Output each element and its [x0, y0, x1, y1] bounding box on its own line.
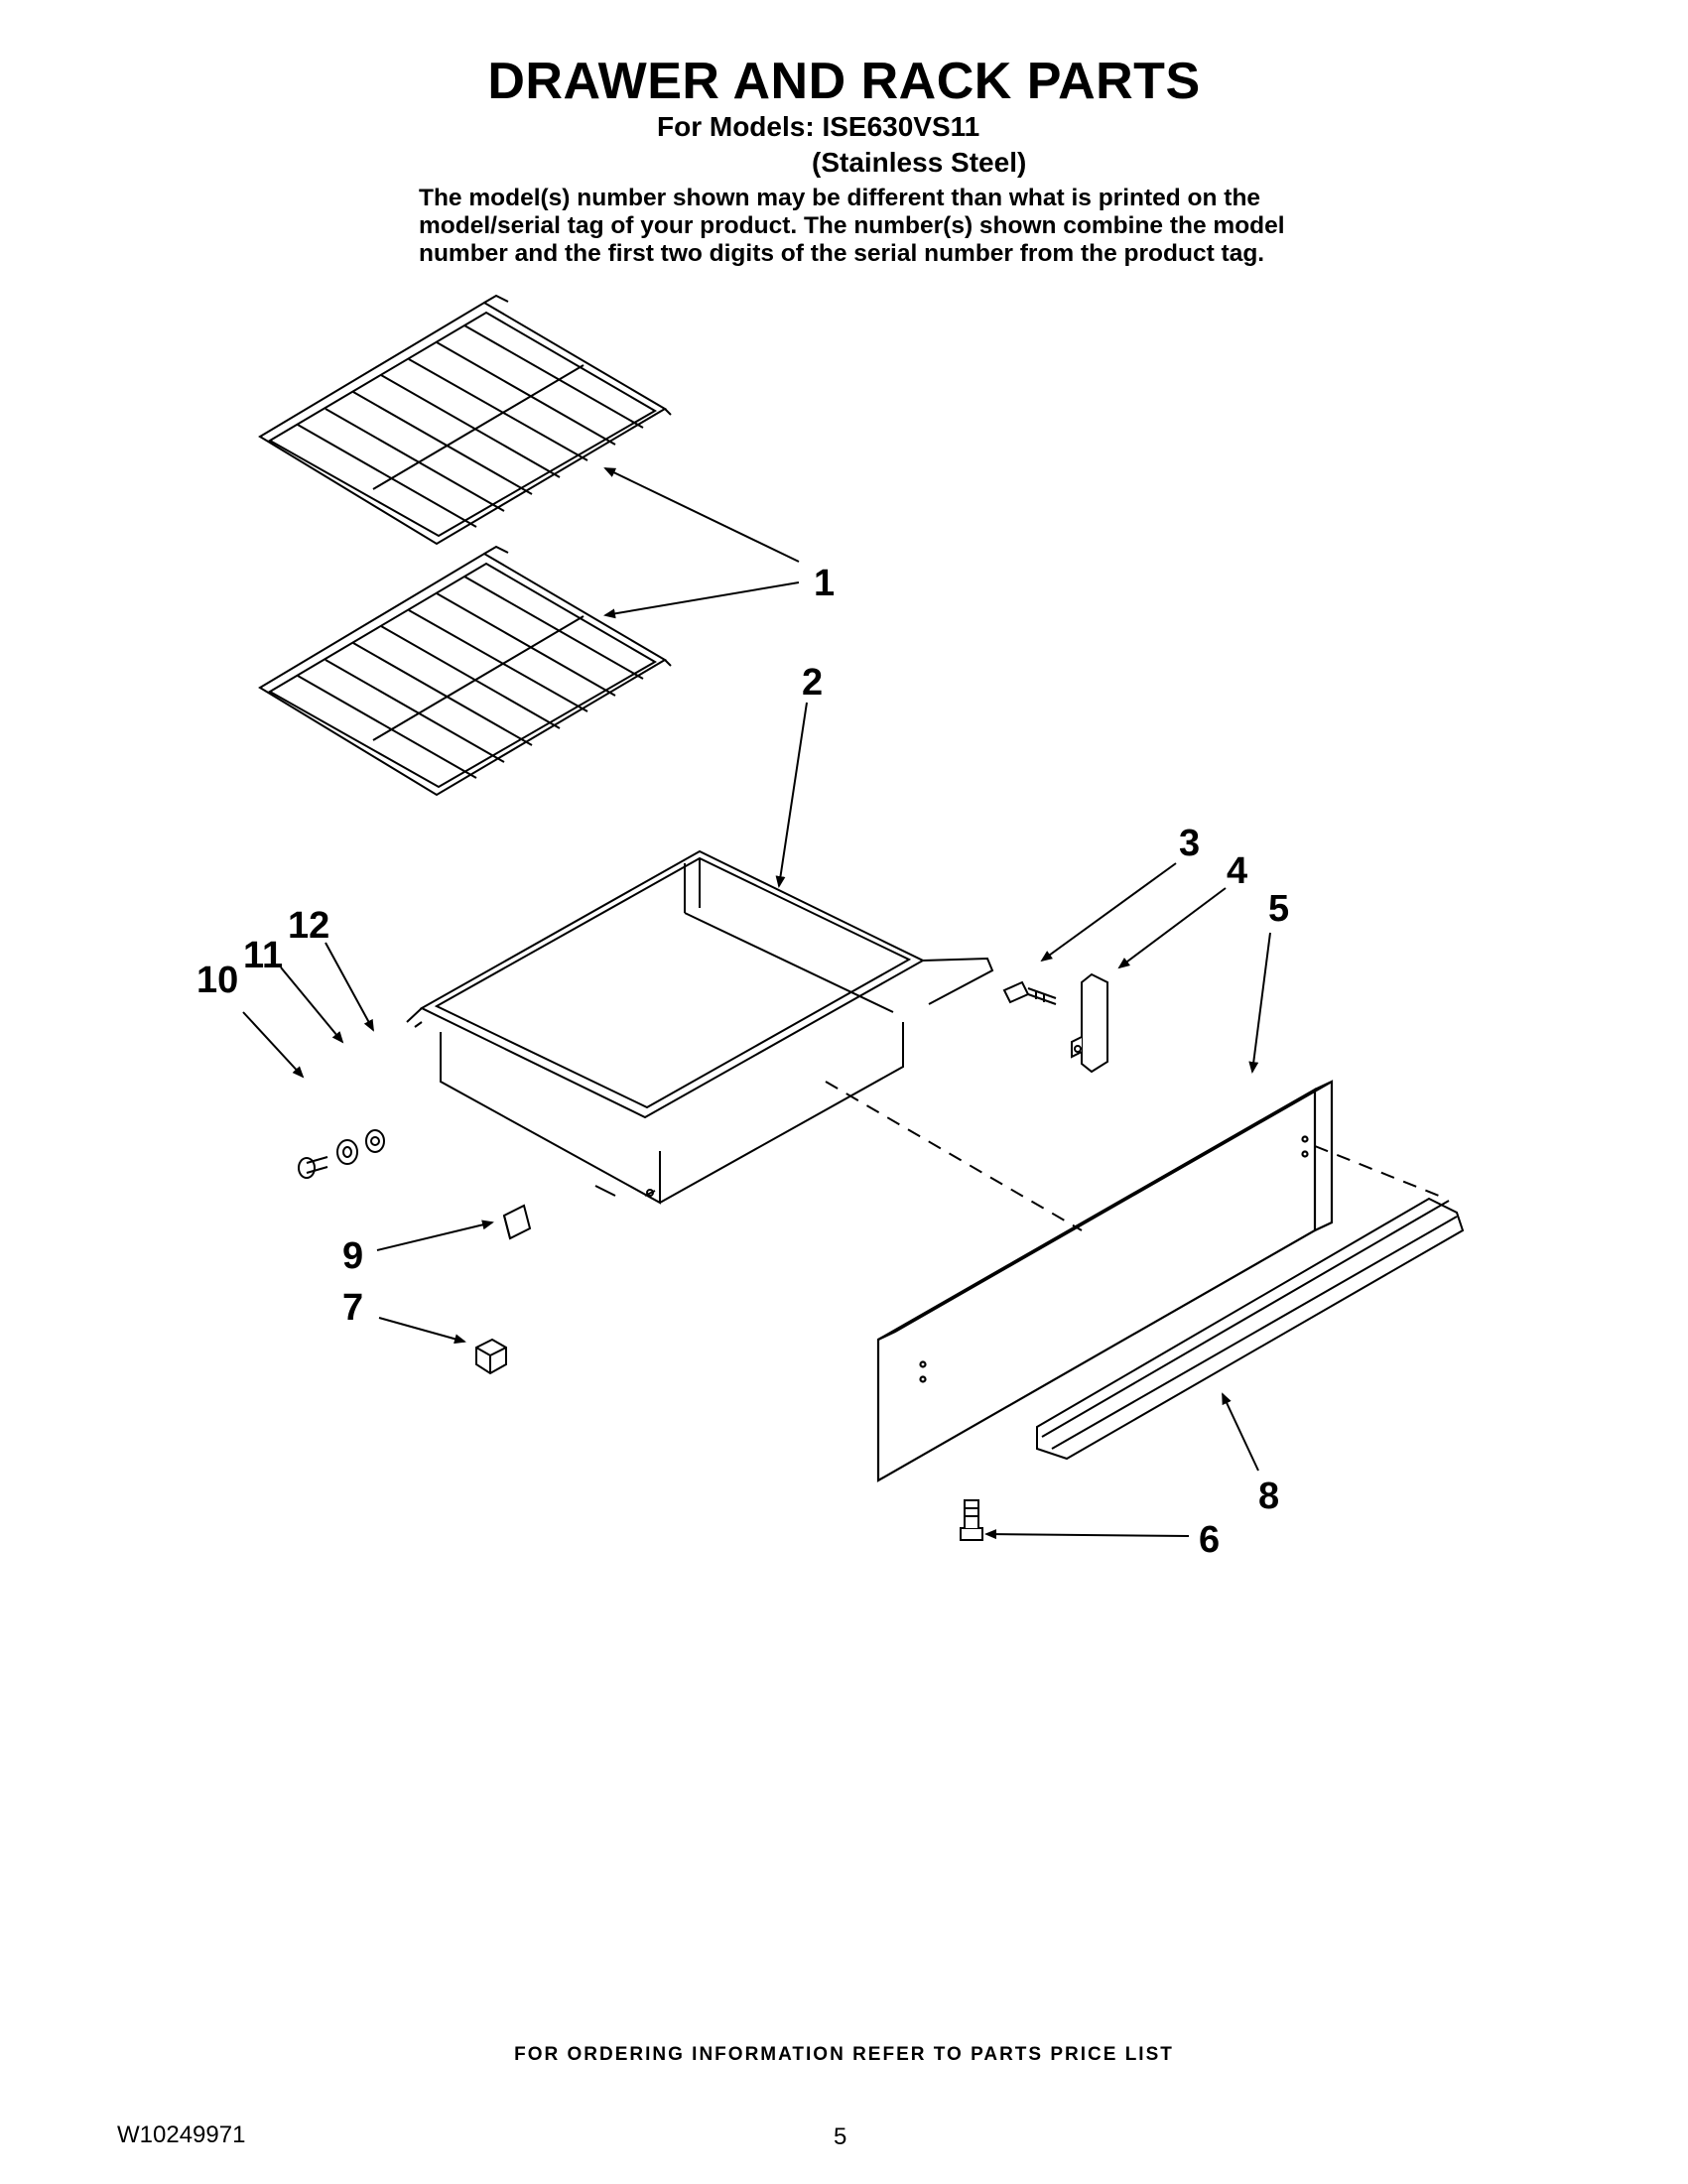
ordering-info: FOR ORDERING INFORMATION REFER TO PARTS …: [514, 2044, 1174, 2065]
drawer-handle: [1036, 1197, 1465, 1461]
screw-part-3: [1002, 980, 1057, 1005]
callout-8: 8: [1258, 1476, 1279, 1517]
page-title: DRAWER AND RACK PARTS: [487, 53, 1201, 110]
callout-12: 12: [288, 905, 329, 947]
callout-9: 9: [342, 1235, 363, 1277]
callout-3: 3: [1179, 823, 1200, 864]
document-number: W10249971: [117, 2121, 246, 2148]
leader-lines: [242, 467, 1271, 1540]
callout-11: 11: [243, 935, 283, 976]
drawer-bracket-part: [1071, 972, 1108, 1074]
callout-6: 6: [1199, 1519, 1220, 1561]
callout-10: 10: [196, 960, 238, 1001]
roller-assembly: [298, 1021, 423, 1179]
drawer-front-panel: [876, 1080, 1334, 1482]
callout-2: 2: [802, 662, 823, 704]
model-note: The model(s) number shown may be differe…: [419, 185, 1285, 267]
callout-1: 1: [814, 563, 835, 604]
callout-4: 4: [1227, 850, 1247, 892]
oven-rack-upper: [258, 294, 672, 546]
callout-5: 5: [1268, 888, 1289, 930]
models-line: For Models: ISE630VS11: [657, 111, 980, 142]
drawer-pan: [406, 849, 994, 1205]
callout-7: 7: [342, 1287, 363, 1329]
alignment-lines: [825, 1081, 1440, 1231]
oven-rack-lower: [258, 545, 672, 797]
drawer-glide-part: [502, 1204, 532, 1240]
page-number: 5: [834, 2123, 847, 2150]
screw-part-6: [960, 1499, 983, 1541]
nut-part: [475, 1338, 507, 1375]
variant-label: (Stainless Steel): [812, 147, 1027, 178]
